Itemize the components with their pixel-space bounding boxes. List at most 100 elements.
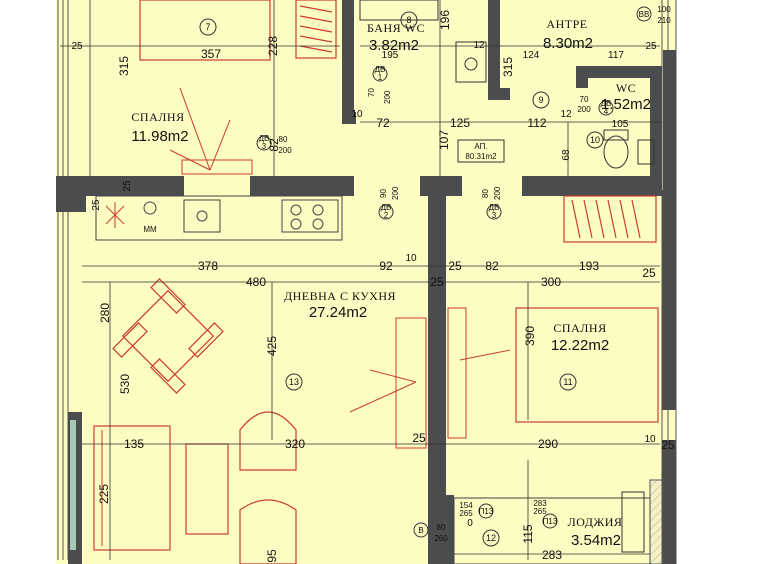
room-hall: АНТРЕ 8.30m2 9: [532, 17, 593, 109]
door-tag-b: В 80 260: [413, 522, 448, 543]
bathtub: [359, 0, 439, 21]
svg-text:315: 315: [501, 57, 515, 77]
room-name: СПАЛНЯ: [553, 321, 606, 335]
dimension-texts: 25 357 228 315 196 195 12 124 117 25 315…: [71, 10, 675, 563]
dimension-lines: [60, 0, 660, 560]
hob: [281, 199, 339, 233]
svg-text:265: 265: [533, 507, 547, 516]
svg-text:196: 196: [438, 10, 452, 30]
svg-text:154: 154: [459, 501, 473, 510]
svg-text:25: 25: [430, 275, 444, 289]
apartment-tag-box: [457, 139, 505, 163]
room-loggia: ЛОДЖИЯ 3.54m2 12: [482, 515, 623, 549]
room-name: БАНЯ WC: [367, 21, 425, 35]
svg-text:530: 530: [118, 374, 132, 394]
svg-text:200: 200: [577, 105, 591, 114]
room-name: ДНЕВНА С КУХНЯ: [284, 289, 396, 303]
wardrobe-right-hangers: [571, 199, 641, 239]
armchair-1: [239, 411, 297, 471]
room-bathroom: БАНЯ WC 3.82m2 8: [367, 11, 425, 54]
svg-text:80: 80: [481, 189, 490, 198]
wc-sink: [637, 139, 655, 165]
desk-top: [181, 159, 253, 175]
apartment-tag-label: АП.: [474, 142, 487, 151]
svg-text:124: 124: [523, 50, 540, 61]
outside-left: [0, 0, 56, 564]
room-number: 9: [538, 95, 543, 105]
room-wc: WC 1.52m2 10: [586, 81, 651, 149]
door-tag-d2: ДВ 1 70 200: [367, 65, 392, 104]
svg-text:195: 195: [382, 50, 399, 61]
room-bedroom-right: СПАЛНЯ 12.22m2 11: [551, 321, 609, 391]
room-living: ДНЕВНА С КУХНЯ 27.24m2 13: [284, 289, 396, 391]
svg-text:265: 265: [459, 509, 473, 518]
armchair-2: [239, 499, 297, 564]
basin-drain: [464, 57, 478, 71]
room-number: 12: [486, 533, 496, 543]
svg-text:80: 80: [437, 523, 446, 532]
svg-text:10: 10: [405, 253, 417, 264]
svg-text:228: 228: [266, 36, 280, 56]
kitchen-mm-label: ММ: [143, 225, 157, 234]
svg-text:425: 425: [265, 336, 279, 356]
svg-text:107: 107: [437, 130, 451, 150]
svg-text:3: 3: [492, 211, 497, 220]
svg-text:117: 117: [608, 50, 624, 61]
svg-text:10: 10: [351, 109, 363, 120]
svg-text:ДВ: ДВ: [259, 134, 270, 143]
room-number: 8: [406, 15, 411, 25]
svg-text:90: 90: [379, 189, 388, 198]
wardrobe-top: [295, 0, 337, 59]
loggia-rail: [649, 479, 663, 564]
outside-right: [676, 0, 758, 564]
fridge: [105, 202, 125, 228]
window-tag-p13: 154 265 П13: [459, 501, 494, 519]
svg-text:80: 80: [279, 135, 288, 144]
svg-text:В: В: [418, 526, 423, 535]
svg-text:ДВ: ДВ: [381, 203, 392, 212]
door-tag-d5: ДВ 4 70 200: [577, 95, 614, 116]
svg-text:125: 125: [450, 116, 470, 130]
svg-text:283: 283: [542, 548, 562, 562]
svg-text:92: 92: [379, 259, 393, 273]
svg-text:200: 200: [493, 186, 502, 200]
svg-text:ДВ: ДВ: [375, 65, 386, 74]
room-area: 3.82m2: [369, 37, 419, 54]
room-area: 3.54m2: [571, 532, 621, 549]
svg-text:0: 0: [467, 518, 473, 529]
room-name: ЛОДЖИЯ: [568, 515, 623, 529]
walls: [56, 0, 662, 564]
svg-text:4: 4: [604, 107, 609, 116]
dishwasher: [143, 201, 157, 215]
svg-text:25: 25: [71, 41, 83, 52]
svg-text:200: 200: [383, 90, 392, 104]
svg-text:П13: П13: [479, 507, 494, 516]
svg-text:105: 105: [612, 119, 629, 130]
svg-text:П13: П13: [543, 517, 558, 526]
svg-text:72: 72: [376, 116, 390, 130]
svg-text:25: 25: [448, 259, 462, 273]
room-number: 11: [563, 377, 572, 387]
svg-text:70: 70: [580, 95, 589, 104]
left-wall-window-glass: [70, 420, 76, 550]
room-name: АНТРЕ: [546, 17, 587, 31]
svg-text:25: 25: [412, 431, 426, 445]
bed-right: [515, 307, 659, 423]
wardrobe-hangers: [299, 5, 333, 53]
room-bedroom-top: СПАЛНЯ 11.98m2 7: [131, 18, 217, 145]
room-number: 7: [205, 22, 210, 32]
tv-unit-right: [447, 307, 467, 439]
svg-text:260: 260: [434, 534, 448, 543]
door-tag-d3: ДВ 2 90 200: [378, 186, 400, 220]
tv-unit-left: [395, 317, 427, 449]
kitchen-counter: [95, 195, 343, 241]
svg-text:210: 210: [657, 16, 671, 25]
svg-text:1: 1: [378, 73, 383, 82]
kitchen-sink: [183, 199, 221, 233]
svg-text:10: 10: [644, 434, 656, 445]
svg-text:82: 82: [485, 259, 499, 273]
sink-drain: [196, 210, 208, 222]
window-tag-p13b: 283 265 П13: [533, 499, 558, 529]
svg-text:480: 480: [246, 275, 266, 289]
